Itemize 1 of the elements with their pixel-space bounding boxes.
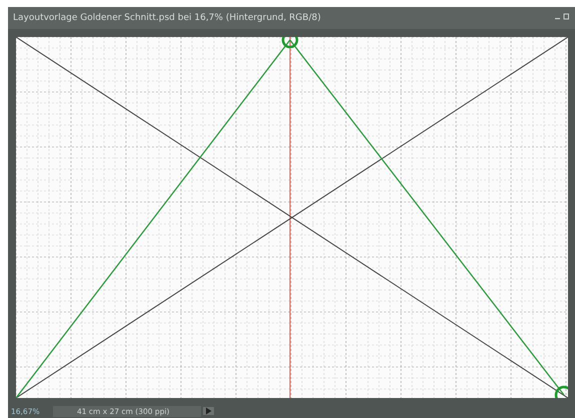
document-title: Layoutvorlage Goldener Schnitt.psd bei 16,7% (Hintergrund, RGB/8) xyxy=(13,13,321,23)
